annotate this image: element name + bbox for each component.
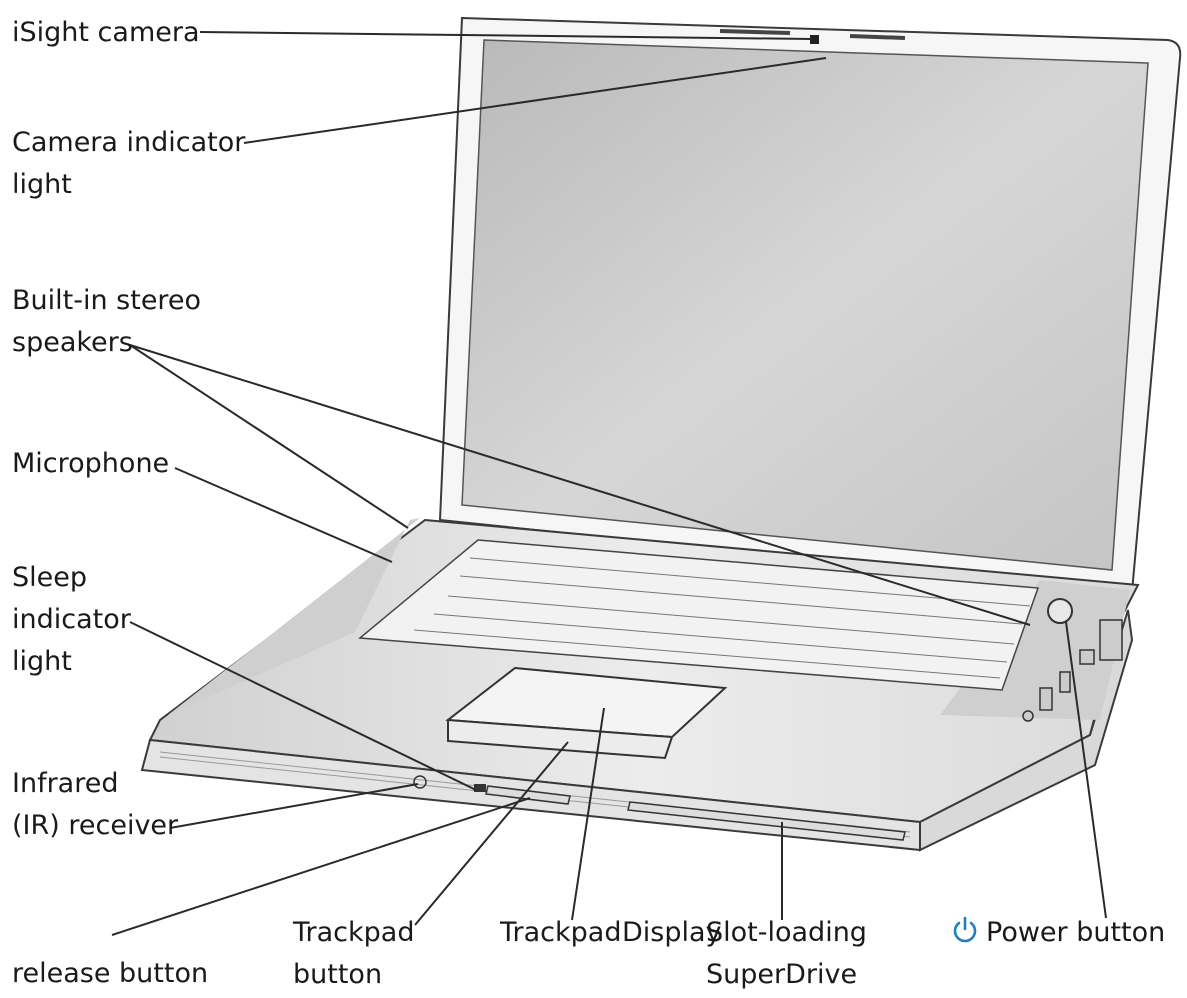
label-camera-indicator-light: Camera indicator light xyxy=(12,127,246,200)
display-screen xyxy=(461,39,1149,571)
power-icon xyxy=(953,916,977,943)
leader-sleep-light xyxy=(129,621,477,791)
isight-camera-lens xyxy=(810,35,819,44)
label-slot-loading-superdrive: Slot-loading SuperDrive xyxy=(706,917,867,990)
label-microphone: Microphone xyxy=(12,448,170,479)
leader-speakers-left xyxy=(129,344,409,529)
power-button-graphic xyxy=(1047,598,1073,624)
left-speaker xyxy=(168,518,420,715)
label-infrared-receiver: Infrared (IR) receiver xyxy=(12,768,179,841)
label-release-button: release button xyxy=(12,958,209,989)
trackpad-button-graphic xyxy=(447,718,674,760)
label-trackpad-button: Trackpad button xyxy=(293,917,415,990)
label-isight-camera: iSight camera xyxy=(12,17,200,48)
leader-isight xyxy=(199,31,813,40)
keyboard xyxy=(358,539,1040,691)
label-display: Display xyxy=(622,917,722,948)
leader-release xyxy=(111,797,531,936)
leader-trackpad-button xyxy=(414,741,569,926)
label-trackpad: Trackpad xyxy=(500,917,622,948)
base-right-side xyxy=(919,609,1134,852)
leader-infrared xyxy=(169,783,419,829)
ir-receiver-graphic xyxy=(413,775,427,789)
sleep-light-graphic xyxy=(474,784,486,792)
leader-speakers-right xyxy=(129,344,1031,626)
leader-power xyxy=(1065,621,1107,919)
label-stereo-speakers: Built-in stereo speakers xyxy=(12,285,202,358)
leader-trackpad xyxy=(571,707,605,921)
release-button-graphic xyxy=(485,785,571,805)
leader-camera-light xyxy=(243,57,827,144)
label-power-button: Power button xyxy=(950,912,1165,954)
leader-microphone xyxy=(174,467,393,563)
superdrive-slot xyxy=(627,801,906,841)
label-sleep-indicator-light: Sleep indicator light xyxy=(12,562,131,677)
